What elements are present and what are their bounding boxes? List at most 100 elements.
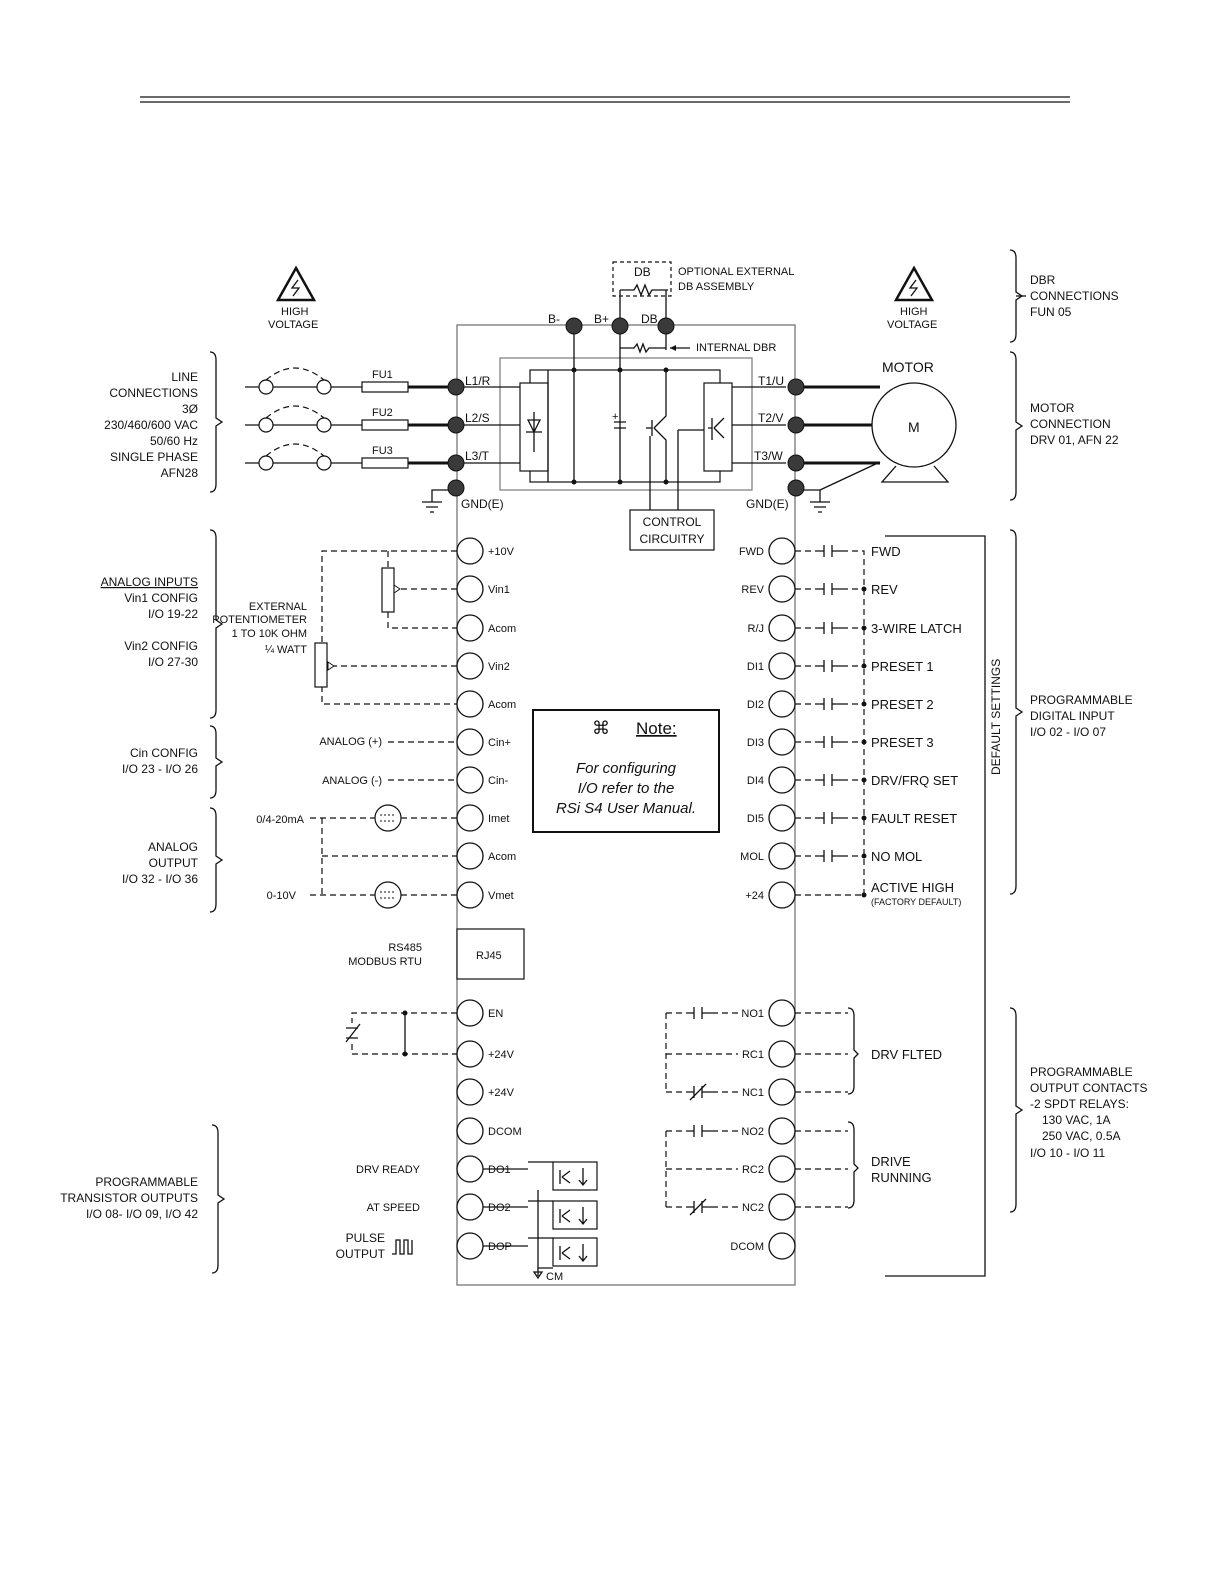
- svg-text:+: +: [612, 411, 618, 423]
- svg-text:250 VAC, 0.5A: 250 VAC, 0.5A: [1042, 1129, 1121, 1143]
- svg-text:Vmet: Vmet: [488, 890, 514, 902]
- svg-text:L1/R: L1/R: [465, 374, 491, 388]
- svg-text:POTENTIOMETER: POTENTIOMETER: [212, 614, 307, 626]
- terminal[interactable]: +10V: [456, 537, 515, 565]
- fuse-label: FU3: [372, 445, 393, 457]
- svg-text:HIGH: HIGH: [281, 306, 309, 318]
- svg-text:OPTIONAL EXTERNAL: OPTIONAL EXTERNAL: [678, 266, 794, 278]
- svg-text:+24V: +24V: [488, 1049, 515, 1061]
- digital-input-functions: FWD REV 3-WIRE LATCH PRESET 1 PRESET 2 P…: [871, 544, 962, 907]
- svg-text:MOTOR: MOTOR: [1030, 401, 1075, 415]
- motor-connection-label: MOTOR CONNECTION DRV 01, AFN 22: [1009, 351, 1119, 501]
- svg-text:DRV FLTED: DRV FLTED: [871, 1047, 942, 1062]
- terminal[interactable]: DO2: [456, 1193, 511, 1221]
- svg-text:DI5: DI5: [747, 813, 764, 825]
- terminal[interactable]: +24V: [456, 1078, 515, 1106]
- terminal[interactable]: DI3: [747, 728, 796, 756]
- terminal[interactable]: R/J: [748, 614, 796, 642]
- svg-text:CONNECTIONS: CONNECTIONS: [109, 386, 198, 400]
- terminal[interactable]: Vmet: [456, 881, 514, 909]
- terminal[interactable]: EN: [456, 999, 503, 1027]
- svg-text:I/O 08- I/O 09, I/O 42: I/O 08- I/O 09, I/O 42: [86, 1207, 198, 1221]
- terminal[interactable]: DI1: [747, 652, 796, 680]
- terminal[interactable]: Cin+: [456, 728, 511, 756]
- terminal[interactable]: DO1: [456, 1155, 511, 1183]
- terminal[interactable]: Cin-: [456, 766, 509, 794]
- terminal[interactable]: DI5: [747, 804, 796, 832]
- svg-text:L3/T: L3/T: [465, 449, 490, 463]
- svg-text:For configuring: For configuring: [576, 760, 677, 777]
- svg-text:TRANSISTOR OUTPUTS: TRANSISTOR OUTPUTS: [60, 1191, 198, 1205]
- input-terminal[interactable]: [447, 416, 465, 434]
- power-circuit: +: [464, 367, 786, 512]
- svg-text:MODBUS RTU: MODBUS RTU: [348, 956, 422, 968]
- svg-text:PROGRAMMABLE: PROGRAMMABLE: [1030, 693, 1133, 707]
- svg-text:Cin+: Cin+: [488, 737, 511, 749]
- svg-text:VOLTAGE: VOLTAGE: [887, 319, 937, 331]
- terminal[interactable]: Imet: [456, 804, 509, 832]
- terminal[interactable]: DCOM: [456, 1117, 522, 1145]
- terminal[interactable]: NC2: [742, 1193, 796, 1221]
- svg-text:DI2: DI2: [747, 699, 764, 711]
- rj45-port[interactable]: RS485 MODBUS RTU RJ45: [348, 928, 525, 980]
- svg-text:AT SPEED: AT SPEED: [367, 1202, 420, 1214]
- output-terminal[interactable]: [787, 416, 805, 434]
- lower-left-terminals: EN +24V +24V DCOM DO1 DO2 DOP: [456, 999, 522, 1260]
- fuse-label: FU2: [372, 407, 393, 419]
- terminal[interactable]: Acom: [456, 690, 516, 718]
- terminal[interactable]: REV: [741, 575, 796, 603]
- terminal[interactable]: Vin1: [456, 575, 510, 603]
- terminal[interactable]: +24V: [456, 1040, 515, 1068]
- svg-text:CIRCUITRY: CIRCUITRY: [639, 532, 704, 546]
- svg-text:NC1: NC1: [742, 1087, 764, 1099]
- svg-text:MOTOR: MOTOR: [882, 359, 934, 375]
- current-input-wiring: ANALOG (+) ANALOG (-) Cin CONFIG I/O 23 …: [122, 725, 457, 799]
- terminal[interactable]: DI2: [747, 690, 796, 718]
- terminal[interactable]: MOL: [740, 842, 796, 870]
- note-box: ⌘ Note: For configuring I/O refer to the…: [532, 709, 720, 833]
- svg-text:VOLTAGE: VOLTAGE: [268, 319, 318, 331]
- terminal[interactable]: DCOM: [730, 1232, 796, 1260]
- terminal[interactable]: NO1: [741, 999, 796, 1027]
- svg-text:130 VAC, 1A: 130 VAC, 1A: [1042, 1113, 1110, 1127]
- terminal[interactable]: Vin2: [456, 652, 510, 680]
- svg-text:DRV READY: DRV READY: [356, 1164, 421, 1176]
- svg-text:Note:: Note:: [636, 719, 677, 738]
- svg-text:DEFAULT SETTINGS: DEFAULT SETTINGS: [989, 659, 1003, 775]
- svg-text:Acom: Acom: [488, 623, 516, 635]
- terminal[interactable]: DI4: [747, 766, 796, 794]
- relay-wiring: DRV FLTED DRIVE RUNNING: [665, 1007, 942, 1216]
- motor-icon: MOTOR M: [871, 359, 957, 483]
- input-terminal[interactable]: [447, 378, 465, 396]
- terminal[interactable]: RC1: [742, 1040, 796, 1068]
- terminal[interactable]: RC2: [742, 1155, 796, 1183]
- right-terminal-strip: FWD REV R/J DI1 DI2 DI3 DI4 DI5 MOL +24: [739, 537, 796, 909]
- output-terminals: T1/U T2/V T3/W: [754, 374, 880, 472]
- svg-text:RSi S4 User Manual.: RSi S4 User Manual.: [556, 800, 696, 817]
- svg-text:DI1: DI1: [747, 661, 764, 673]
- output-terminal[interactable]: [787, 454, 805, 472]
- svg-text:CONNECTION: CONNECTION: [1030, 417, 1111, 431]
- analog-inputs-label: ANALOG INPUTS Vin1 CONFIG I/O 19-22 Vin2…: [101, 529, 224, 719]
- svg-text:RC2: RC2: [742, 1164, 764, 1176]
- input-terminal[interactable]: [447, 454, 465, 472]
- terminal[interactable]: Acom: [456, 614, 516, 642]
- svg-text:230/460/600 VAC: 230/460/600 VAC: [104, 418, 198, 432]
- ground-icon: GND(E): [422, 479, 504, 513]
- svg-text:PRESET 1: PRESET 1: [871, 659, 934, 674]
- terminal[interactable]: +24: [745, 881, 796, 909]
- svg-text:ANALOG: ANALOG: [148, 840, 198, 854]
- terminal[interactable]: NO2: [741, 1117, 796, 1145]
- terminal[interactable]: Acom: [456, 842, 516, 870]
- svg-text:Imet: Imet: [488, 813, 509, 825]
- output-terminal[interactable]: [787, 378, 805, 396]
- svg-text:HIGH: HIGH: [900, 306, 928, 318]
- terminal[interactable]: FWD: [739, 537, 796, 565]
- terminal[interactable]: NC1: [742, 1078, 796, 1106]
- svg-text:PRESET 3: PRESET 3: [871, 735, 934, 750]
- svg-text:ANALOG INPUTS: ANALOG INPUTS: [101, 575, 198, 589]
- svg-text:R/J: R/J: [748, 623, 765, 635]
- svg-text:B+: B+: [594, 312, 609, 326]
- default-settings-bracket: DEFAULT SETTINGS: [885, 535, 1003, 1277]
- svg-text:DRV 01, AFN 22: DRV 01, AFN 22: [1030, 433, 1119, 447]
